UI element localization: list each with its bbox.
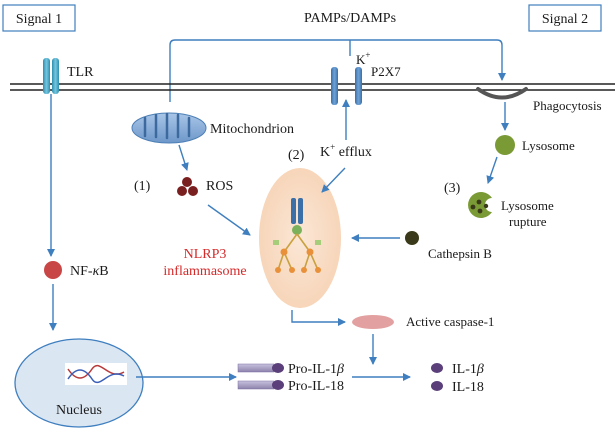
pamps-bracket [169, 39, 506, 102]
p2x7-label: P2X7 [371, 64, 401, 79]
il18-label: IL-18 [452, 380, 484, 395]
lysosome-icon [495, 135, 515, 155]
tlr-label: TLR [67, 65, 94, 80]
pamps-damps-label: PAMPs/DAMPs [304, 11, 396, 26]
lysosome-label: Lysosome [522, 138, 575, 153]
active-caspase-icon [352, 315, 394, 329]
ros-to-nlrp3-arrow [207, 204, 251, 236]
il18-icon [431, 381, 443, 391]
dna-icon [65, 363, 127, 385]
il1b-label: IL-1β [452, 362, 484, 377]
nlrp3-inflammasome-icon [273, 198, 321, 273]
pro-il18-label: Pro-IL-18 [288, 379, 344, 394]
nfkb-icon [44, 261, 62, 279]
lysosome-rupture-label-2: rupture [509, 214, 547, 229]
lysosome-to-rupture-arrow [486, 156, 498, 184]
lysosome-rupture-label-1: Lysosome [501, 198, 554, 213]
phagocytosis-label: Phagocytosis [533, 98, 602, 113]
nlrp3-label-2: inflammasome [163, 264, 246, 279]
active-caspase-label: Active caspase-1 [406, 314, 494, 329]
il1b-icon [431, 363, 443, 373]
kefflux-to-nlrp3-arrow [321, 167, 346, 193]
pro-il1b-label: Pro-IL-1β [288, 362, 344, 377]
cathepsin-b-label: Cathepsin B [428, 246, 492, 261]
lysosome-rupture-icon [468, 192, 492, 219]
nucleus-label: Nucleus [56, 403, 102, 418]
tlr-receptor [43, 58, 59, 94]
nfkb-label: NF-κB [70, 264, 109, 279]
mitochondrion [131, 112, 207, 144]
signal2-box: Signal 2 [528, 4, 602, 32]
nlrp3-label-1: NLRP3 [184, 247, 227, 262]
p2x7-channel [331, 67, 362, 105]
k-efflux-label: K+ efflux [320, 142, 372, 160]
nlrp3-to-caspase-arrow [291, 310, 346, 326]
signal1-box: Signal 1 [2, 4, 76, 32]
ros-label: ROS [206, 179, 233, 194]
step1-label: (1) [134, 179, 151, 194]
pro-il1b-icon [237, 363, 284, 373]
mito-to-ros-arrow [178, 144, 189, 171]
step2-label: (2) [288, 148, 305, 163]
cathepsin-b-icon [405, 231, 419, 245]
phagocytosis-cup [476, 87, 528, 100]
mitochondrion-label: Mitochondrion [210, 122, 294, 137]
k-ion-label: K+ [356, 50, 370, 67]
ros-icon [177, 177, 198, 196]
step3-label: (3) [444, 181, 461, 196]
signal1-label: Signal 1 [16, 12, 62, 27]
signal2-label: Signal 2 [542, 12, 588, 27]
cell-membrane [10, 83, 615, 91]
pro-il18-icon [237, 380, 284, 390]
